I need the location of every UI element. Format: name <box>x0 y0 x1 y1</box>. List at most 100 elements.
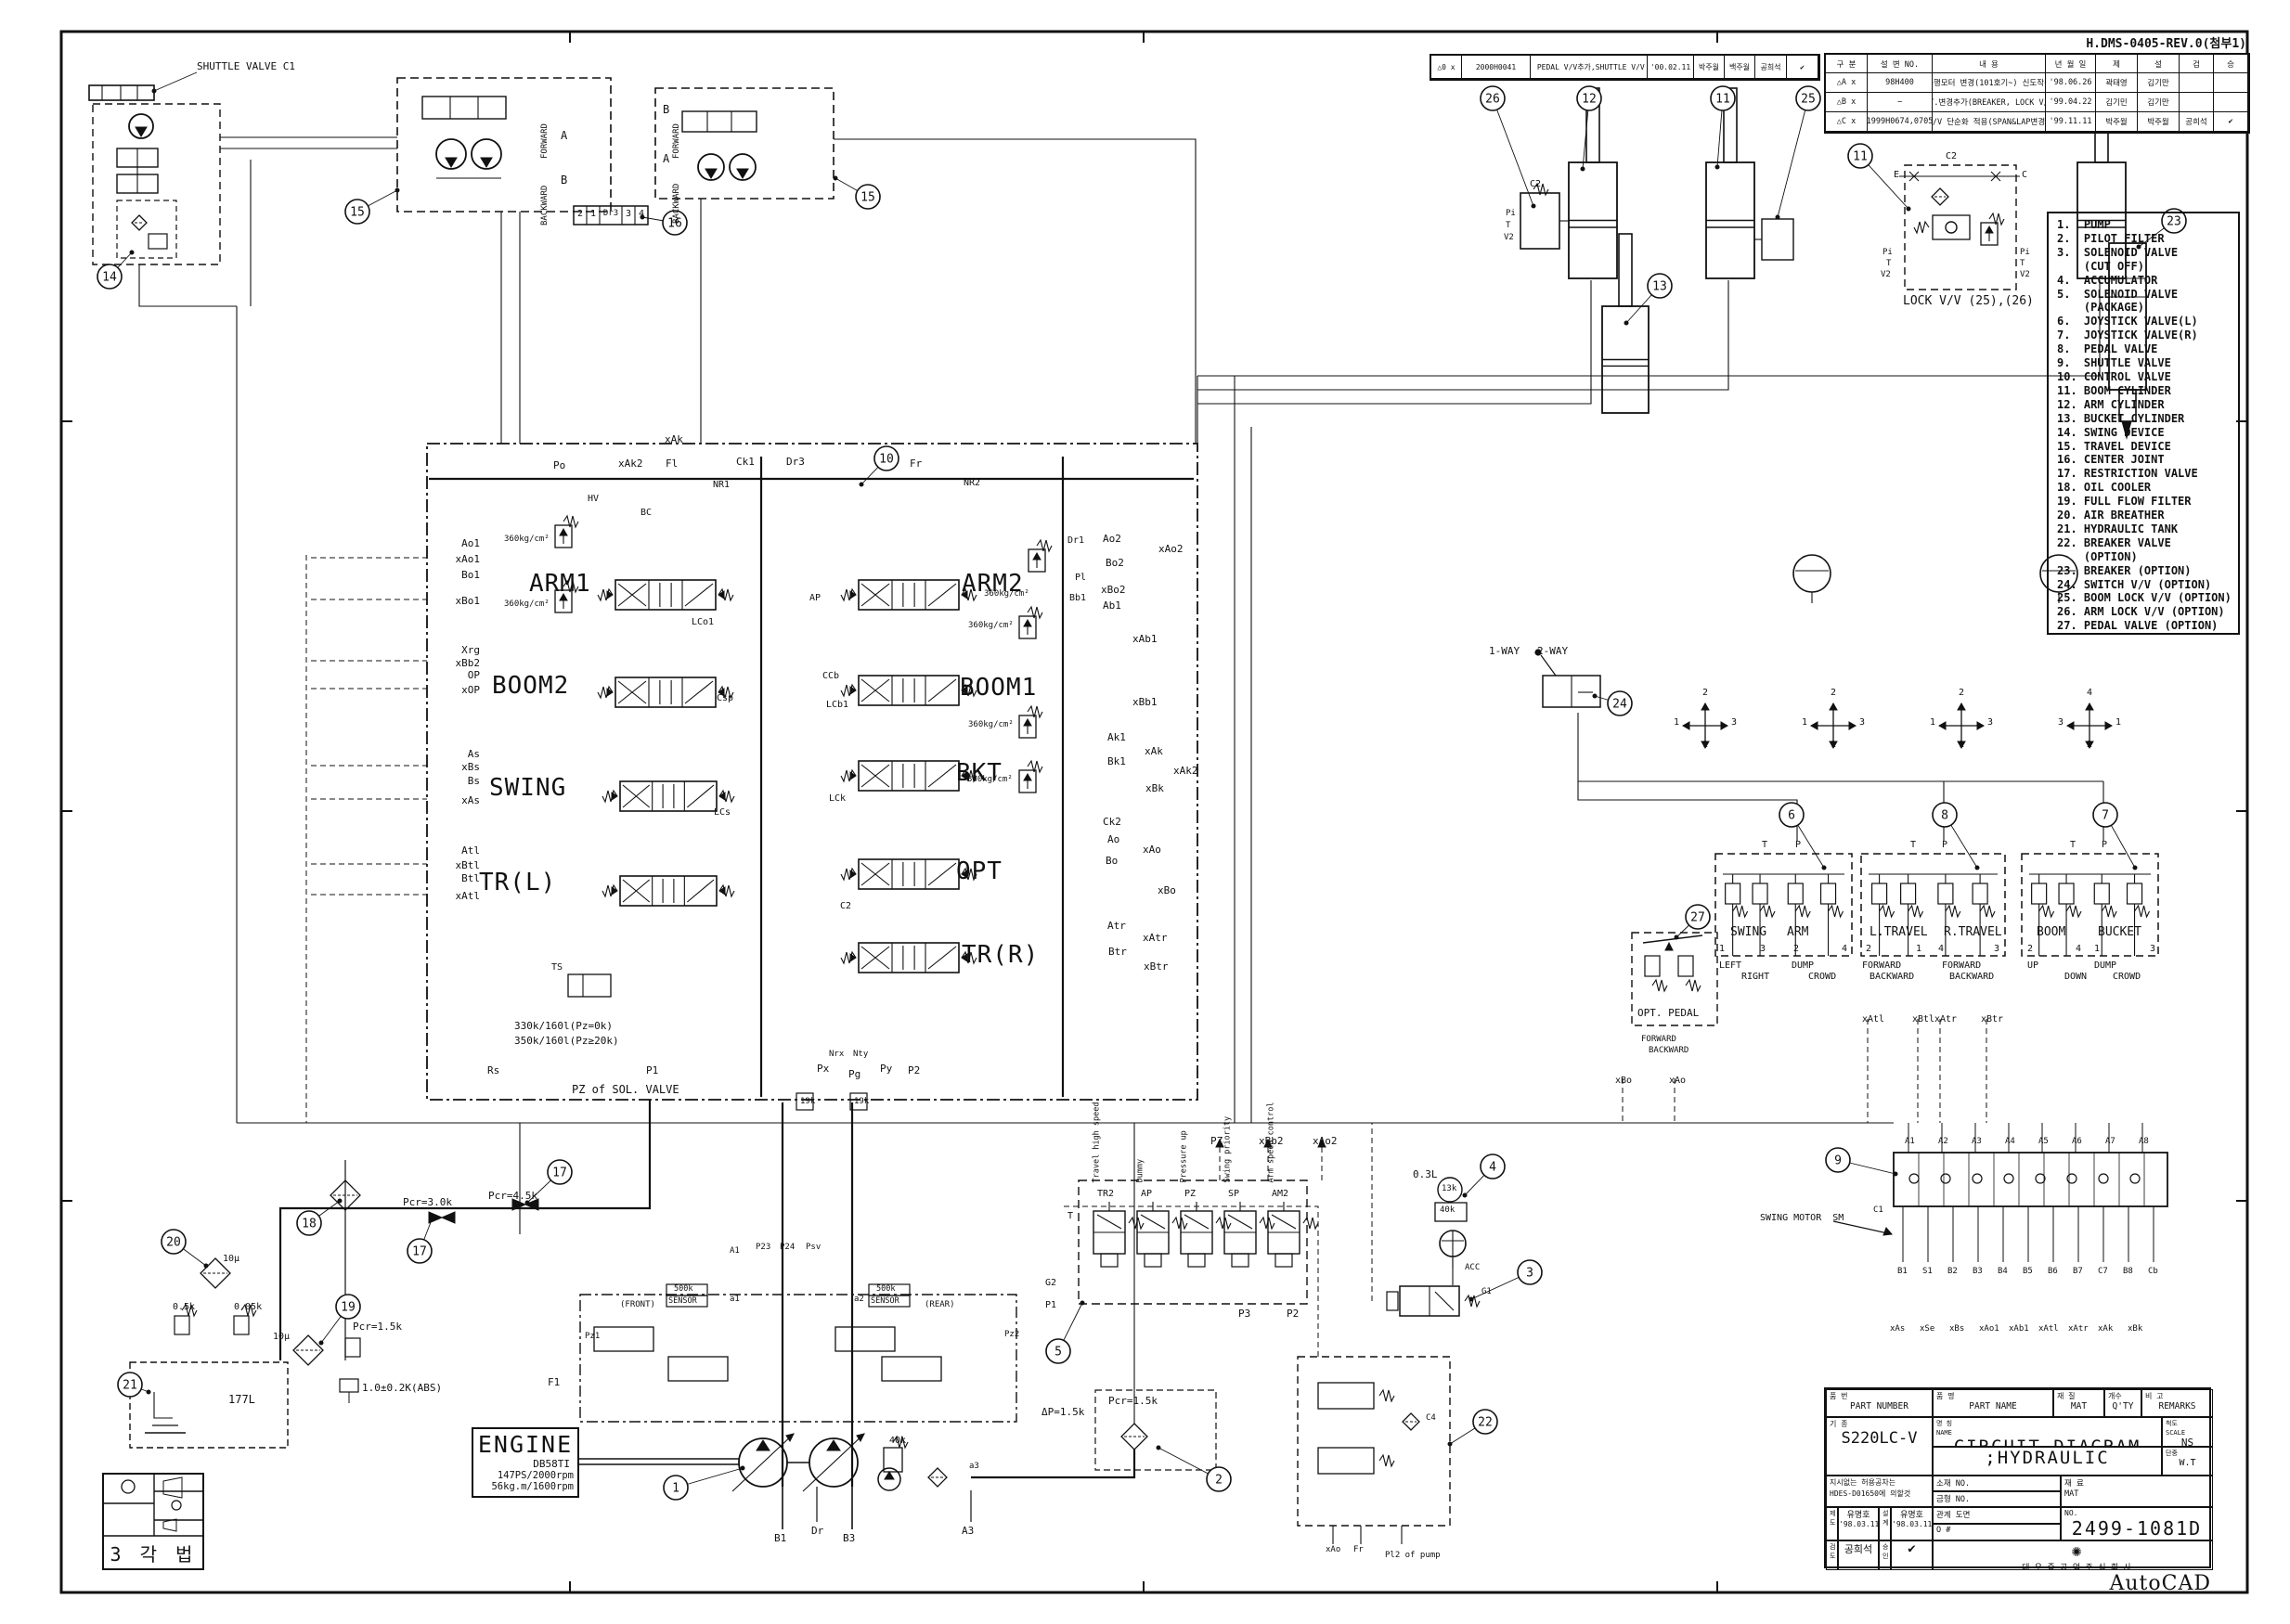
tb-design-name-text: 유명호 <box>1900 1511 1923 1520</box>
label-cv-inn-10: LCk <box>829 793 847 804</box>
label-jr-d2: DOWN <box>2064 972 2088 982</box>
label-cv-rp-10: xAk2 <box>1173 765 1198 777</box>
label-jt-d2: BACKWARD <box>1870 972 1915 982</box>
tb-rel-drawing2: O # <box>1933 1524 2061 1540</box>
rev-r0-mark: △A x <box>1826 73 1868 93</box>
svg-text:9: 9 <box>1834 1154 1842 1168</box>
label-jr-t: T <box>2070 840 2077 850</box>
tb-company-text: ✺ <box>2071 1541 2082 1561</box>
label-flt-pcr30: Pcr=3.0k <box>403 1196 452 1208</box>
tb-draw-label: 제도 <box>1826 1507 1838 1540</box>
label-cv-relief: 360kg/cm² <box>504 535 550 544</box>
tb-drawing-no-text: 2499-1081D <box>2071 1517 2203 1540</box>
label-xn-n4: 4 <box>2086 688 2093 698</box>
label-cv-inn-11: C2 <box>840 901 852 911</box>
label-xn-n3: 3 <box>1859 717 1866 728</box>
label-jl-d3: DUMP <box>1792 960 1815 971</box>
tb-mat-text: 재 질 <box>2057 1392 2076 1400</box>
label-jr-o3: 1 <box>2094 944 2101 954</box>
tb-qty-text: 개수 <box>2108 1392 2122 1400</box>
label-cv-rp-18: xAtr <box>1143 932 1168 944</box>
svg-text:20: 20 <box>166 1236 181 1250</box>
label-sol-fn-3: Swing priority <box>1223 1115 1233 1183</box>
label-tdv-fwd: FORWARD <box>672 123 681 159</box>
label-cv-sl-2: SWING <box>489 774 567 802</box>
label-shuttle-bot-2: B2 <box>1947 1267 1958 1276</box>
tb-check-name: 공희석 <box>1838 1540 1879 1570</box>
label-shuttle-sig-5: xAtl <box>2038 1324 2059 1334</box>
label-sol-t: T <box>1067 1211 1074 1221</box>
label-jt-d4: BACKWARD <box>1949 972 1995 982</box>
rev-r1-no: − <box>1868 93 1933 112</box>
label-cv-inn-6: LCb1 <box>826 700 849 710</box>
label-cv-sl-0: ARM1 <box>529 570 591 598</box>
label-cv-sr-4: TR(R) <box>962 941 1040 969</box>
label-jr-o1: 2 <box>2027 944 2034 954</box>
tb-design-label-text: 설계 <box>1882 1510 1889 1527</box>
rev-r1-c4 <box>2214 93 2248 112</box>
tb-check-label-text: 검도 <box>1830 1543 1836 1560</box>
label-flt-f10a: 10μ <box>223 1254 240 1264</box>
engine-model: DB58TI <box>533 1458 570 1470</box>
label-jl-d1: LEFT <box>1719 960 1742 971</box>
label-jt-s2: R.TRAVEL <box>1944 925 2002 939</box>
svg-text:12: 12 <box>1582 93 1597 107</box>
label-cv-relief: 360kg/cm² <box>968 621 1014 630</box>
label-jl-s2: ARM <box>1787 925 1809 939</box>
label-cv-lp-14: Btl <box>461 872 480 884</box>
label-cv-rp-3: xBo2 <box>1101 584 1126 596</box>
label-cv-sl-3: TR(L) <box>479 869 557 896</box>
label-cv-rp-7: Ak1 <box>1107 731 1126 743</box>
label-cv-lp-15: xAtl <box>455 890 481 902</box>
svg-text:11: 11 <box>1853 150 1868 164</box>
engine-spec2: 56kg.m/1600rpm <box>491 1481 574 1492</box>
label-al26-pi: Pi <box>1506 209 1516 218</box>
tb-weight-text: 단중 <box>2166 1450 2178 1457</box>
label-al26-t: T <box>1506 221 1511 230</box>
label-cv-rp-8: xAk <box>1145 745 1163 757</box>
label-flt-pcr15b: Pcr=1.5k <box>1108 1395 1158 1407</box>
svg-text:15: 15 <box>860 191 875 205</box>
rev-top-date: '00.02.11 <box>1648 56 1694 79</box>
label-shuttle-bot-4: B4 <box>1998 1267 2008 1276</box>
label-jr-d3: DUMP <box>2094 960 2117 971</box>
tb-mat-text: MAT <box>2070 1401 2088 1411</box>
parts-list: 1. PUMP 2. PILOT FILTER 3. SOLENOID VALV… <box>2047 212 2240 635</box>
label-cv-lp-8: As <box>467 748 480 760</box>
label-cv-inn-9: LCs <box>714 807 731 818</box>
label-shuttle-sig-4: xAb1 <box>2009 1324 2029 1334</box>
label-shuttle-motor: SWING MOTOR SM <box>1760 1213 1844 1223</box>
label-cv-rp-19: Btr <box>1108 946 1127 958</box>
tb-title1-text: CIRCUIT DIAGRAM <box>1953 1437 2141 1447</box>
label-flt-abs: 1.0±0.2K(ABS) <box>362 1382 443 1394</box>
rev-r2-date: '99.11.11 <box>2046 112 2096 132</box>
tb-draw-name-text: '98.03.11 <box>1839 1520 1879 1528</box>
tb-part-name-text: 품 명 <box>1936 1392 1955 1400</box>
label-jl-d2: RIGHT <box>1741 972 1770 982</box>
callout-9: 9 <box>1825 1147 1898 1177</box>
callout-16: 16 <box>640 210 688 236</box>
rev-top-mark: △0 x <box>1431 56 1462 79</box>
label-cut-g1: G1 <box>1481 1287 1492 1296</box>
label-cv-inn-0: NR1 <box>713 480 731 490</box>
label-xn-n1: 1 <box>1958 740 1965 750</box>
svg-text:17: 17 <box>412 1245 427 1259</box>
label-cv-bp-2: Px <box>817 1063 830 1075</box>
callout-12: 12 <box>1576 85 1602 172</box>
label-shuttle-bot-0: B1 <box>1897 1267 1908 1276</box>
label-jl-o2: 3 <box>1760 944 1766 954</box>
label-shuttle-top-2: A3 <box>1972 1137 1982 1146</box>
label-pmp-a3p: A3 <box>962 1525 975 1537</box>
label-shuttle-sig-2: xBs <box>1949 1324 1965 1334</box>
label-cv-rp-9: Bk1 <box>1107 755 1126 767</box>
label-sol-fn-1: Dummy <box>1135 1158 1145 1183</box>
label-cv-lp-11: xAs <box>461 794 480 806</box>
label-cv-rp-16: xBo <box>1158 884 1176 896</box>
label-pmp-p24: P24 <box>780 1243 796 1252</box>
label-cv-relief: 360kg/cm² <box>504 599 550 609</box>
rev-r2-no: 1999H0674,0705 <box>1868 112 1933 132</box>
label-cv-rp-5: xAb1 <box>1132 633 1158 645</box>
rev-r2-c4: ✔ <box>2214 112 2248 132</box>
tb-rel-drawing-text: 관계 도면 <box>1936 1511 1971 1520</box>
